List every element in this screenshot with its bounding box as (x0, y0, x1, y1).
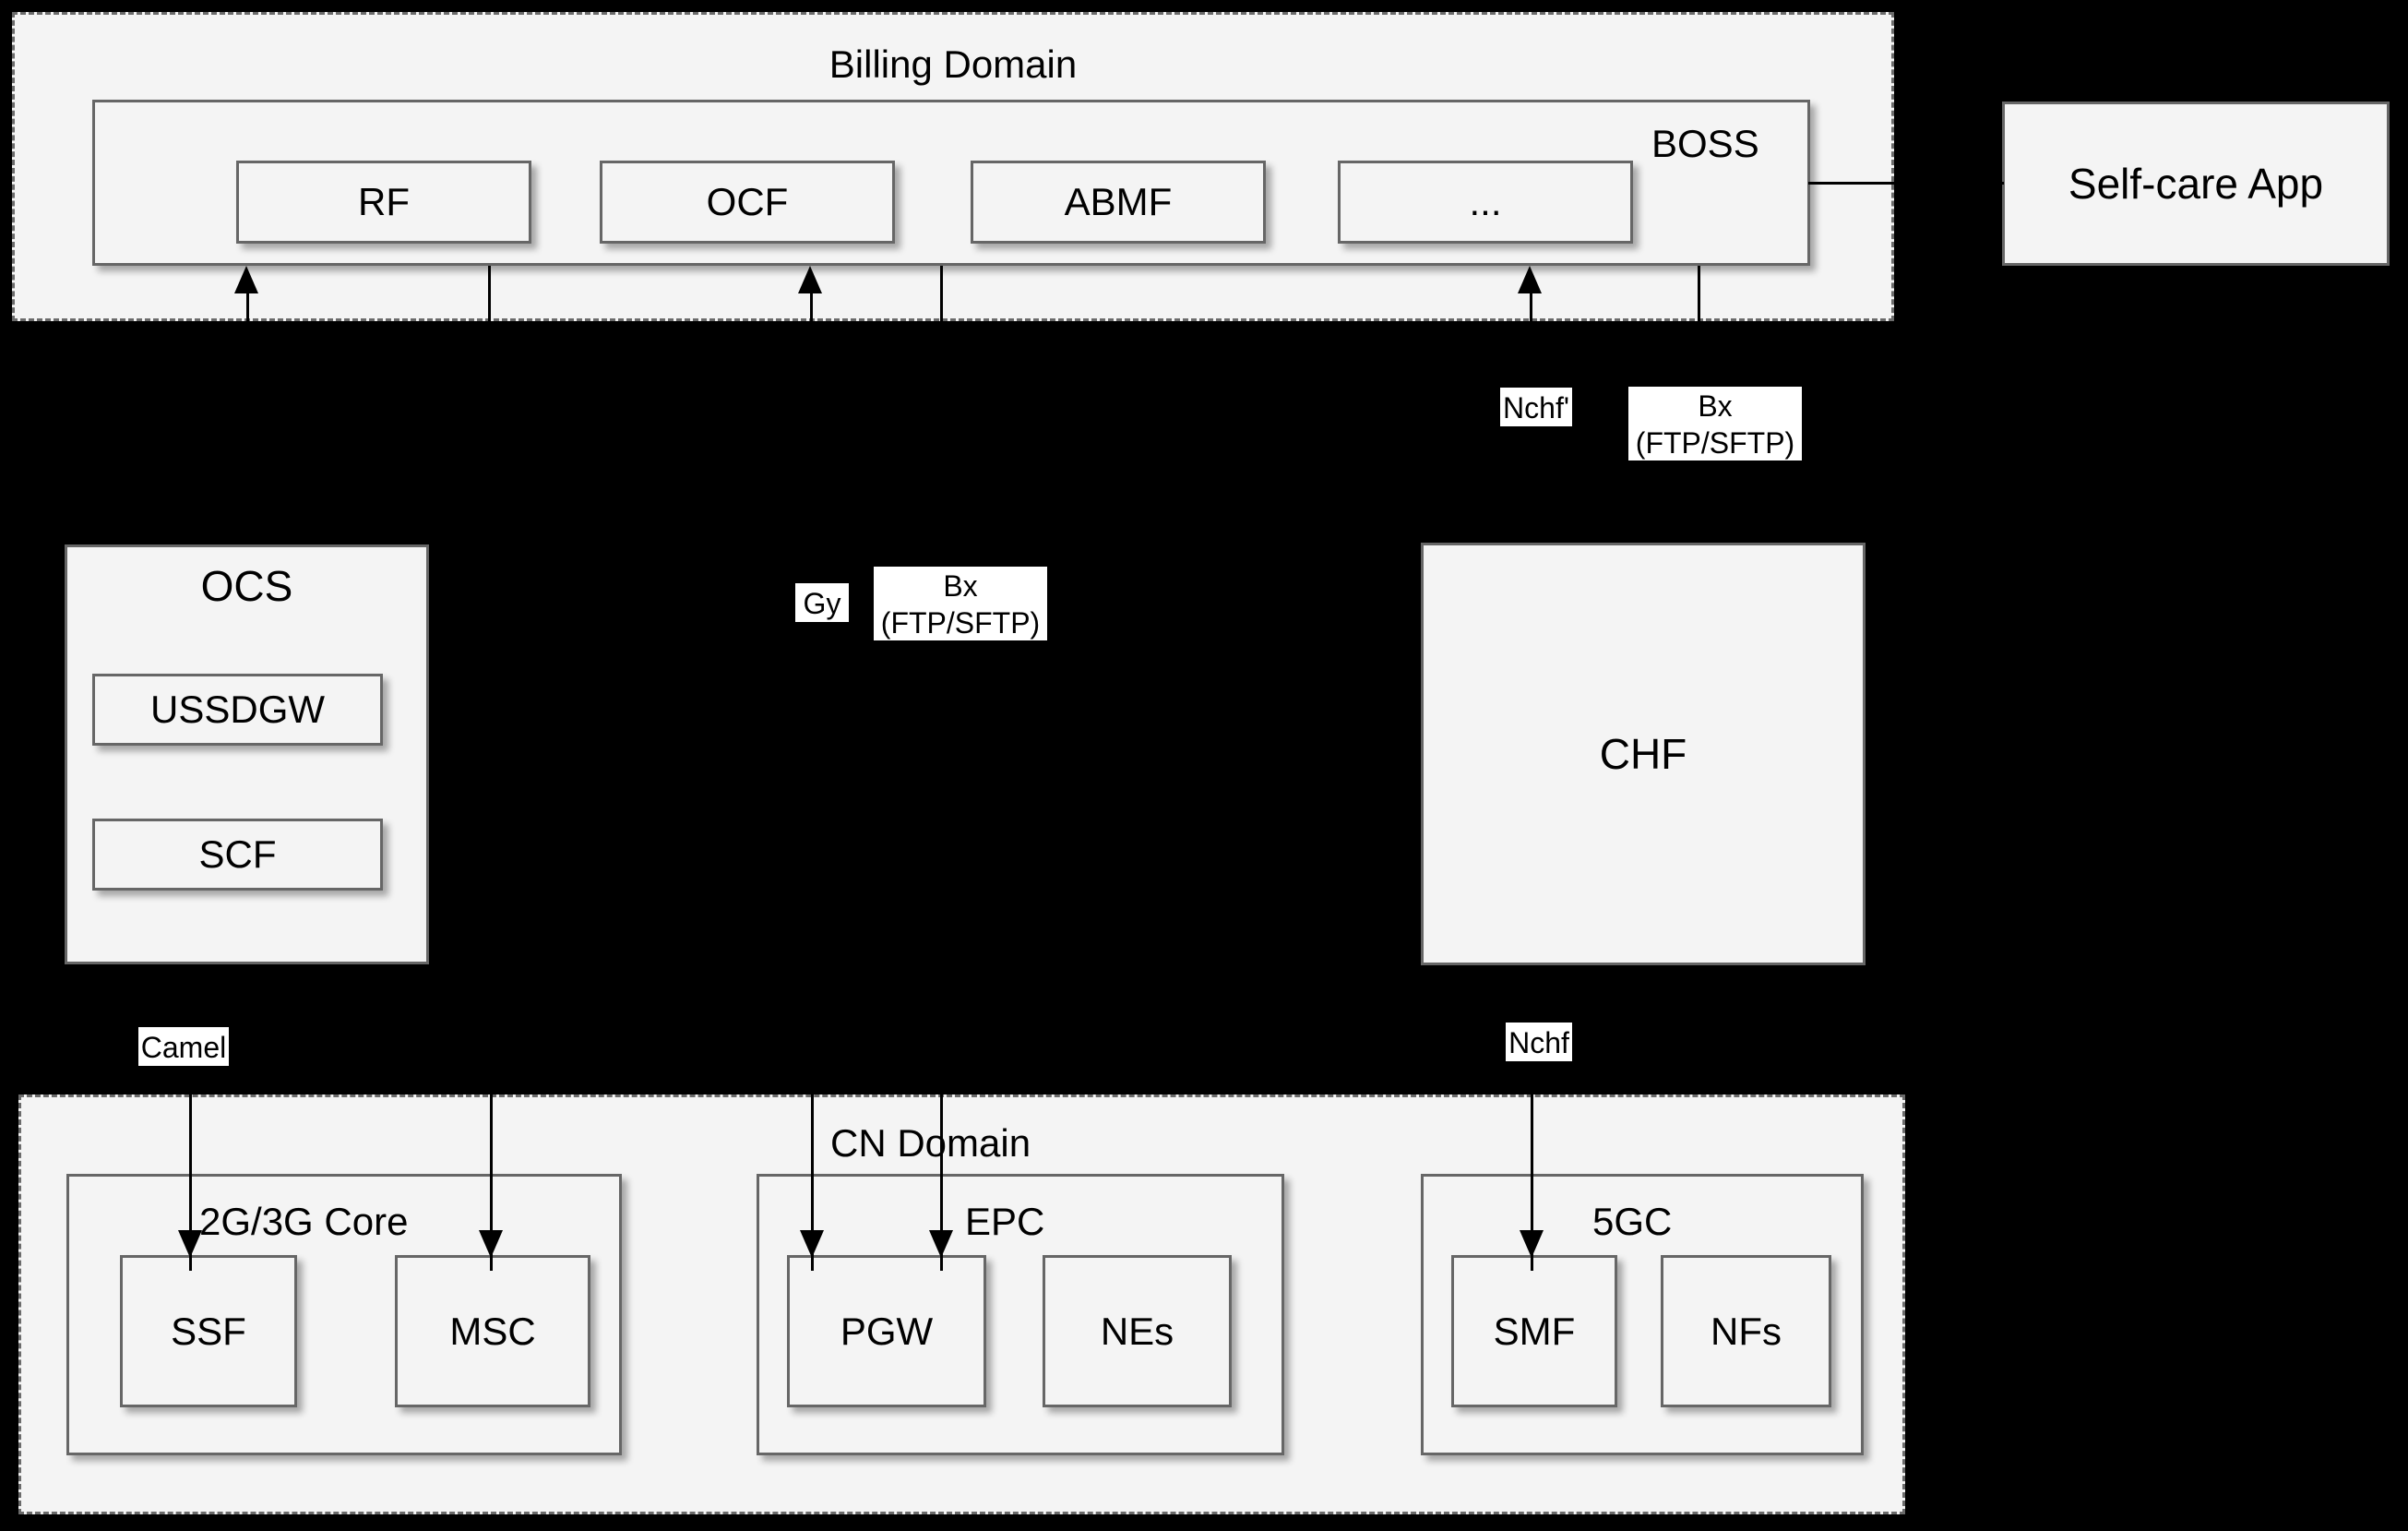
billing-domain-title: Billing Domain (828, 42, 1078, 86)
cn-subgroup-epc-title: EPC (965, 1200, 1045, 1243)
connector-chf-to-boss-arrowhead (1518, 266, 1542, 293)
ocs-component-scf-label: SCF (198, 832, 277, 876)
cn-component-pgw[interactable]: PGW (787, 1255, 986, 1407)
cn-component-nes[interactable]: NEs (1043, 1255, 1232, 1407)
connector-bx-to-boss (810, 277, 813, 329)
interface-label-camel: Camel (138, 1027, 229, 1066)
boss-title: BOSS (1651, 122, 1759, 165)
cn-component-msc[interactable]: MSC (395, 1255, 590, 1407)
connector-bx-to-boss-arrowhead (798, 266, 822, 293)
cn-component-smf-label: SMF (1493, 1309, 1576, 1353)
connector-gy-to-pgw (811, 1071, 814, 1271)
connector-ocs-to-rf-arrowhead (234, 266, 258, 293)
cn-component-ssf[interactable]: SSF (120, 1255, 297, 1407)
connector-bx-to-pgw (940, 1071, 943, 1271)
connector-nchf-to-smf (1531, 1071, 1533, 1271)
cn-domain-title: CN Domain (830, 1121, 1031, 1165)
connector-boss-down-2 (940, 266, 943, 329)
connector-ocs-to-rf (246, 277, 249, 329)
self-care-app-box[interactable]: Self-care App (2002, 102, 2390, 266)
connector-camel-to-ssf-arrowhead (178, 1230, 202, 1258)
chf-label: CHF (1599, 730, 1687, 778)
cn-component-ssf-label: SSF (171, 1309, 246, 1353)
connector-camel-to-msc-arrowhead (479, 1230, 503, 1258)
ocs-box[interactable] (65, 544, 429, 964)
interface-label-gy: Gy (795, 583, 849, 622)
boss-component-abmf-label: ABMF (1064, 180, 1173, 223)
connector-boss-down-1 (488, 266, 491, 329)
boss-component-rf-label: RF (358, 180, 410, 223)
interface-label-nchf-prime: Nchf' (1500, 388, 1572, 426)
ocs-component-scf[interactable]: SCF (92, 819, 383, 891)
ocs-component-ussdgw[interactable]: USSDGW (92, 674, 383, 746)
interface-label-bx-lower: Bx (FTP/SFTP) (874, 567, 1047, 640)
boss-component-ocf-label: OCF (706, 180, 789, 223)
chf-box[interactable]: CHF (1421, 543, 1866, 965)
boss-component-ocf[interactable]: OCF (600, 161, 895, 244)
connector-bx-to-pgw-arrowhead (929, 1230, 953, 1258)
connector-gy-to-pgw-arrowhead (800, 1230, 824, 1258)
ocs-title: OCS (200, 562, 293, 610)
boss-component-more[interactable]: ... (1338, 161, 1633, 244)
interface-label-bx-upper: Bx (FTP/SFTP) (1628, 387, 1802, 460)
cn-subgroup-2g3g-core-title: 2G/3G Core (199, 1200, 409, 1243)
boss-component-more-label: ... (1469, 180, 1502, 223)
connector-boss-selfcare (1808, 182, 2004, 185)
interface-label-nchf: Nchf (1506, 1023, 1572, 1061)
ocs-component-ussdgw-label: USSDGW (150, 688, 325, 731)
connector-camel-to-ssf (189, 1075, 192, 1271)
connector-nchf-to-smf-arrowhead (1520, 1230, 1544, 1258)
cn-component-nfs[interactable]: NFs (1661, 1255, 1831, 1407)
connector-chf-to-boss (1530, 277, 1532, 329)
self-care-app-label: Self-care App (2068, 160, 2324, 208)
cn-component-nfs-label: NFs (1711, 1309, 1782, 1353)
boss-component-rf[interactable]: RF (236, 161, 531, 244)
cn-component-msc-label: MSC (449, 1309, 536, 1353)
cn-component-nes-label: NEs (1100, 1309, 1174, 1353)
cn-component-pgw-label: PGW (840, 1309, 934, 1353)
connector-boss-down-3 (1698, 266, 1700, 329)
boss-component-abmf[interactable]: ABMF (971, 161, 1266, 244)
cn-subgroup-5gc-title: 5GC (1592, 1200, 1673, 1243)
cn-component-smf[interactable]: SMF (1451, 1255, 1617, 1407)
connector-camel-to-msc (490, 1075, 493, 1271)
